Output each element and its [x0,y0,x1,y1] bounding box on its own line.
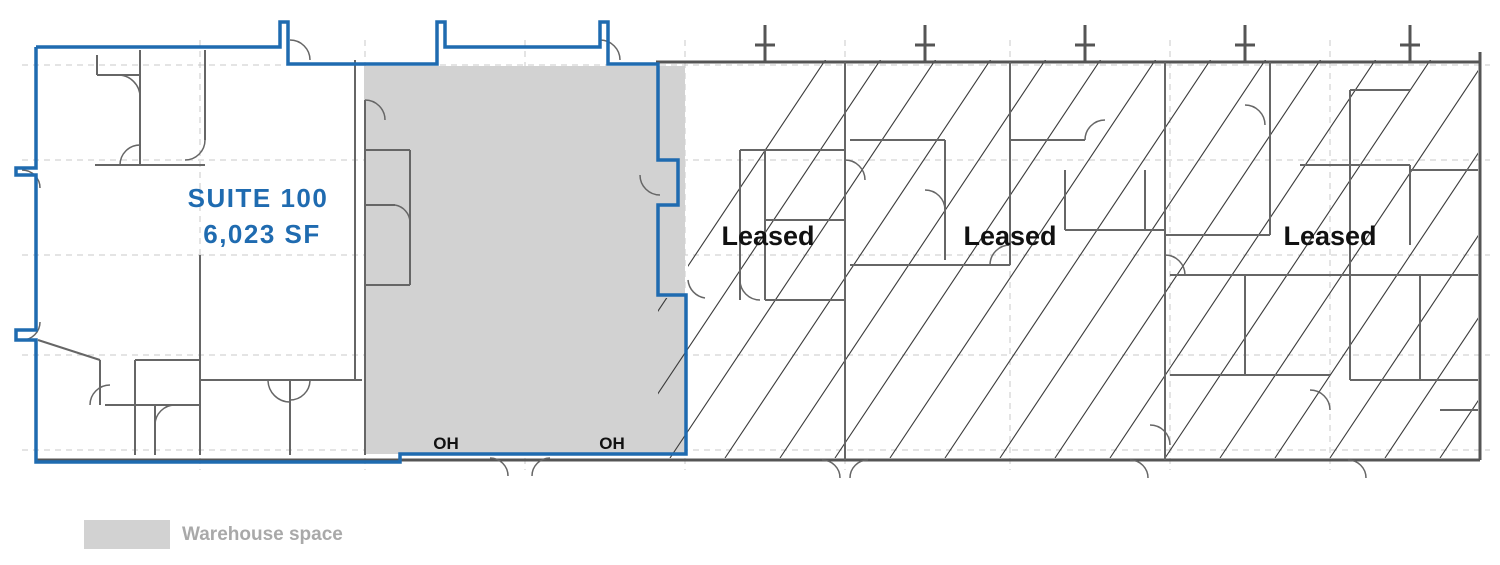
warehouse-legend-label: Warehouse space [182,524,343,545]
warehouse-area [364,66,685,454]
walls [36,52,1482,462]
exterior-pilasters [755,25,1420,62]
leased-label-2: Leased [963,221,1056,251]
overhead-door-label-1: OH [433,434,459,453]
warehouse-legend-swatch [84,520,170,549]
leased-hatch [658,60,1478,458]
suite-name: SUITE 100 [188,183,329,213]
suite-100-outline [14,20,688,464]
overhead-door-label-2: OH [599,434,625,453]
leased-label-1: Leased [721,221,814,251]
door-swings [21,39,1367,479]
leased-label-3: Leased [1283,221,1376,251]
suite-area: 6,023 SF [203,219,321,249]
